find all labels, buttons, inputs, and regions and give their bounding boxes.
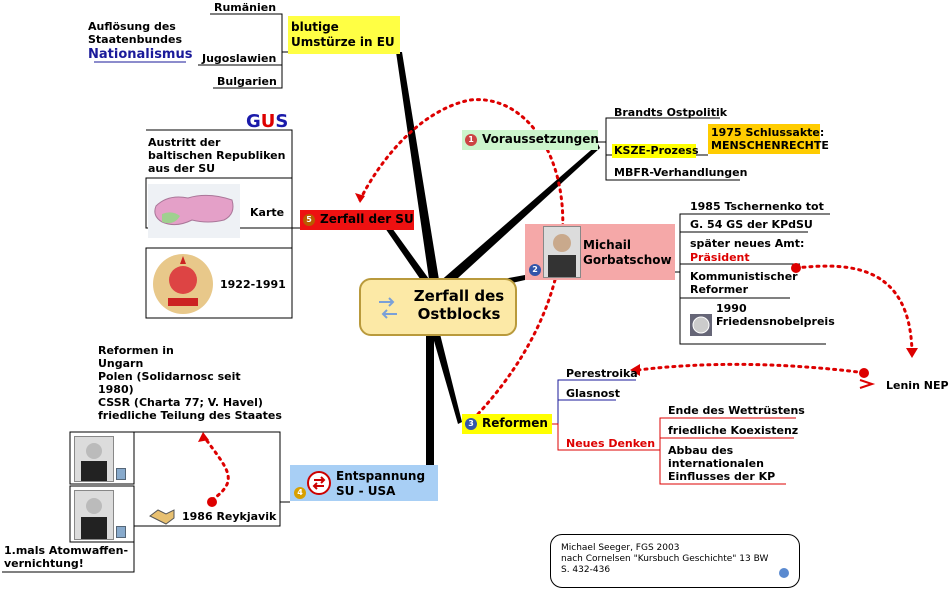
topic-voraussetzungen[interactable]: 1 Voraussetzungen <box>462 130 599 150</box>
topic-eu-title: blutige Umstürze in EU <box>291 20 395 49</box>
central-title: Zerfall des Ostblocks <box>413 287 505 323</box>
vor-schlussakte-box: 1975 Schlussakte: MENSCHENRECHTE <box>708 124 829 154</box>
gorb-praesident: Präsident <box>690 251 750 264</box>
topic-number-badge: 5 <box>303 214 315 226</box>
topic-zerfall-su[interactable]: 5 Zerfall der SU <box>300 210 414 230</box>
vor-ksze: KSZE-Prozess <box>614 144 699 157</box>
lenin-nep: Lenin NEP <box>886 379 949 392</box>
topic-voraussetzungen-title: Voraussetzungen <box>482 132 599 146</box>
arrow-heads <box>198 193 918 507</box>
dotted-arrows <box>203 98 914 502</box>
topic-reformen[interactable]: 3 Reformen <box>462 414 552 434</box>
gorb-nobel: 1990 Friedensnobelpreis <box>716 302 835 328</box>
credits-box: Michael Seeger, FGS 2003 nach Cornelsen … <box>550 534 800 588</box>
vor-schlussakte: 1975 Schlussakte: MENSCHENRECHTE <box>711 126 829 152</box>
eu-nationalismus: Nationalismus <box>88 47 193 62</box>
topic-number-badge: 3 <box>465 418 477 430</box>
ref-perestroika: Perestroika <box>566 367 638 380</box>
topic-number-badge: 2 <box>529 264 541 276</box>
vor-ksze-box: KSZE-Prozess <box>612 144 699 158</box>
lenin-arrow <box>859 379 876 389</box>
topic-entspannung[interactable]: 4 Entspannung SU - USA <box>290 465 438 501</box>
topic-gorbatschow-title: Michail Gorbatschow <box>583 238 672 267</box>
topic-number-badge: 4 <box>294 487 306 499</box>
su-karte: Karte <box>250 206 285 219</box>
central-arrows-icon <box>379 297 397 319</box>
ref-neues-denken: Neues Denken <box>566 437 656 450</box>
main-branches <box>385 52 600 490</box>
su-years: 1922-1991 <box>220 278 286 291</box>
ref-glasnost: Glasnost <box>566 387 620 400</box>
topic-number-badge: 1 <box>465 134 477 146</box>
gorb-tschernenko: 1985 Tschernenko tot <box>690 200 824 213</box>
map-icon <box>154 194 234 226</box>
vor-brandt: Brandts Ostpolitik <box>614 106 728 119</box>
nd-wettruesten: Ende des Wettrüstens <box>668 404 805 417</box>
gorbatschow-small-photo <box>74 490 114 540</box>
eu-item-jugoslawien: Jugoslawien <box>202 52 277 65</box>
eu-item-bulgarien: Bulgarien <box>217 75 277 88</box>
topic-gorbatschow[interactable]: 2 Michail Gorbatschow <box>525 224 675 280</box>
nobel-medal-icon <box>690 314 712 336</box>
topic-entspannung-title: Entspannung SU - USA <box>336 469 426 498</box>
handshake-icon <box>149 509 175 525</box>
ent-reykjavik: 1986 Reykjavik <box>182 510 277 523</box>
eu-item-rumaenien: Rumänien <box>214 1 277 14</box>
exchange-icon <box>307 471 331 495</box>
ent-atom-note: 1.mals Atomwaffen- vernichtung! <box>4 544 129 570</box>
vor-mbfr: MBFR-Verhandlungen <box>614 166 748 179</box>
ent-reformen-note: Reformen in Ungarn Polen (Solidarnosc se… <box>98 344 282 422</box>
topic-eu[interactable]: blutige Umstürze in EU <box>288 16 400 54</box>
gorb-gs: G. 54 GS der KPdSU <box>690 218 813 231</box>
eu-note: Auflösung des Staatenbundes <box>88 20 182 46</box>
gorb-reformer: Kommunistischer Reformer <box>690 270 798 296</box>
topic-zerfall-su-title: Zerfall der SU <box>320 212 414 226</box>
gorbatschow-photo <box>543 226 581 278</box>
credits-text: Michael Seeger, FGS 2003 nach Cornelsen … <box>561 543 769 575</box>
gus-label: GUS <box>246 111 289 132</box>
reagan-photo <box>74 436 114 482</box>
emblem-icon <box>153 254 213 314</box>
su-emblem <box>150 252 216 316</box>
gorb-amt: später neues Amt: <box>690 237 805 250</box>
attachment-icon[interactable] <box>116 526 126 538</box>
link-icon[interactable] <box>777 567 791 579</box>
topic-reformen-title: Reformen <box>482 416 548 430</box>
nd-abbau: Abbau des internationalen Einflusses der… <box>668 444 776 483</box>
attachment-icon[interactable] <box>116 468 126 480</box>
central-topic[interactable]: Zerfall des Ostblocks <box>359 278 517 336</box>
su-map-image <box>148 184 240 238</box>
nd-koexistenz: friedliche Koexistenz <box>668 424 799 437</box>
su-austritt: Austritt der baltischen Republiken aus d… <box>148 136 286 175</box>
